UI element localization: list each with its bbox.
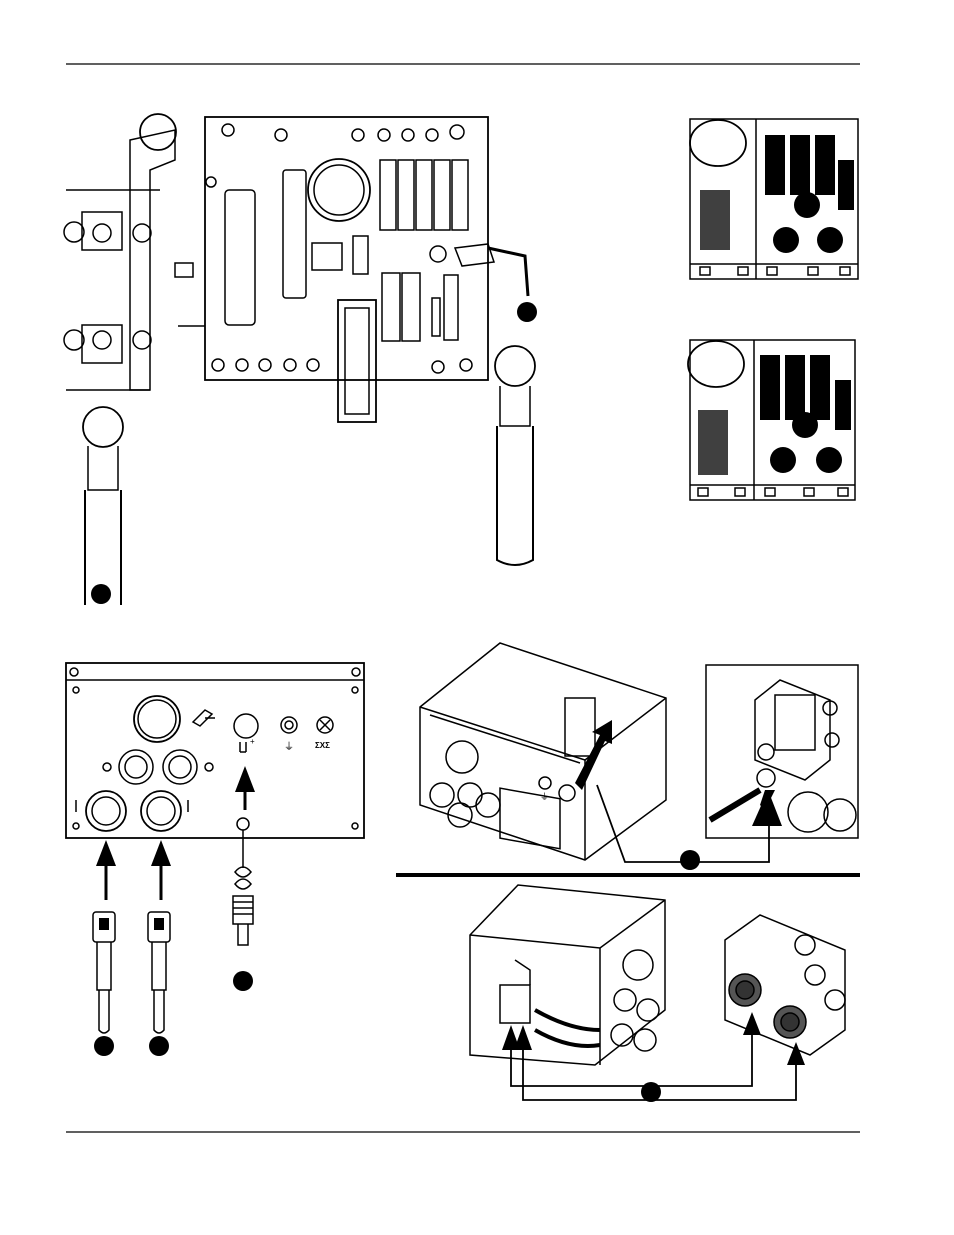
ground-symbol-label: ⏚ [284,741,294,753]
power-cable-lug-right [147,911,171,1034]
relay-bank-bottom [381,272,459,342]
transformer [337,299,377,423]
plus-symbol-label: + [250,737,255,746]
ground-lead-assembly [232,817,254,946]
console-isometric-upper: ⏚ [419,642,667,861]
relay-bank-top [379,159,469,231]
torch-icon [191,709,215,727]
power-cable-lug-left [92,911,116,1034]
connector-detail-inset [705,664,859,839]
bolt-icon [239,742,247,753]
cabinet-overview-bottom [687,339,856,501]
callout-marker-3 [233,971,253,991]
large-capacitor [307,158,371,222]
sym-code-label: ΣΧΣ [315,741,330,750]
fitting-detail [724,914,846,1056]
insertion-arrows [96,766,255,900]
callout-marker-7 [641,1082,661,1102]
rear-connector-panel: + ⏚ ΣΧΣ [65,662,365,839]
console-isometric-lower [469,884,666,1066]
fitting-link-lines [502,1012,805,1101]
board-top-screws [221,123,465,142]
cabinet-overview-top [689,118,859,280]
callout-marker-6 [680,850,700,870]
callout-marker-4 [94,1036,114,1056]
callout-marker-2 [91,584,111,604]
ground-symbol-iso: ⏚ [540,792,549,802]
callout-marker-1 [517,302,537,322]
board-bottom-screws [211,358,473,374]
connector-link-line [596,784,770,863]
callout-marker-5 [149,1036,169,1056]
power-board-assembly [63,113,536,605]
